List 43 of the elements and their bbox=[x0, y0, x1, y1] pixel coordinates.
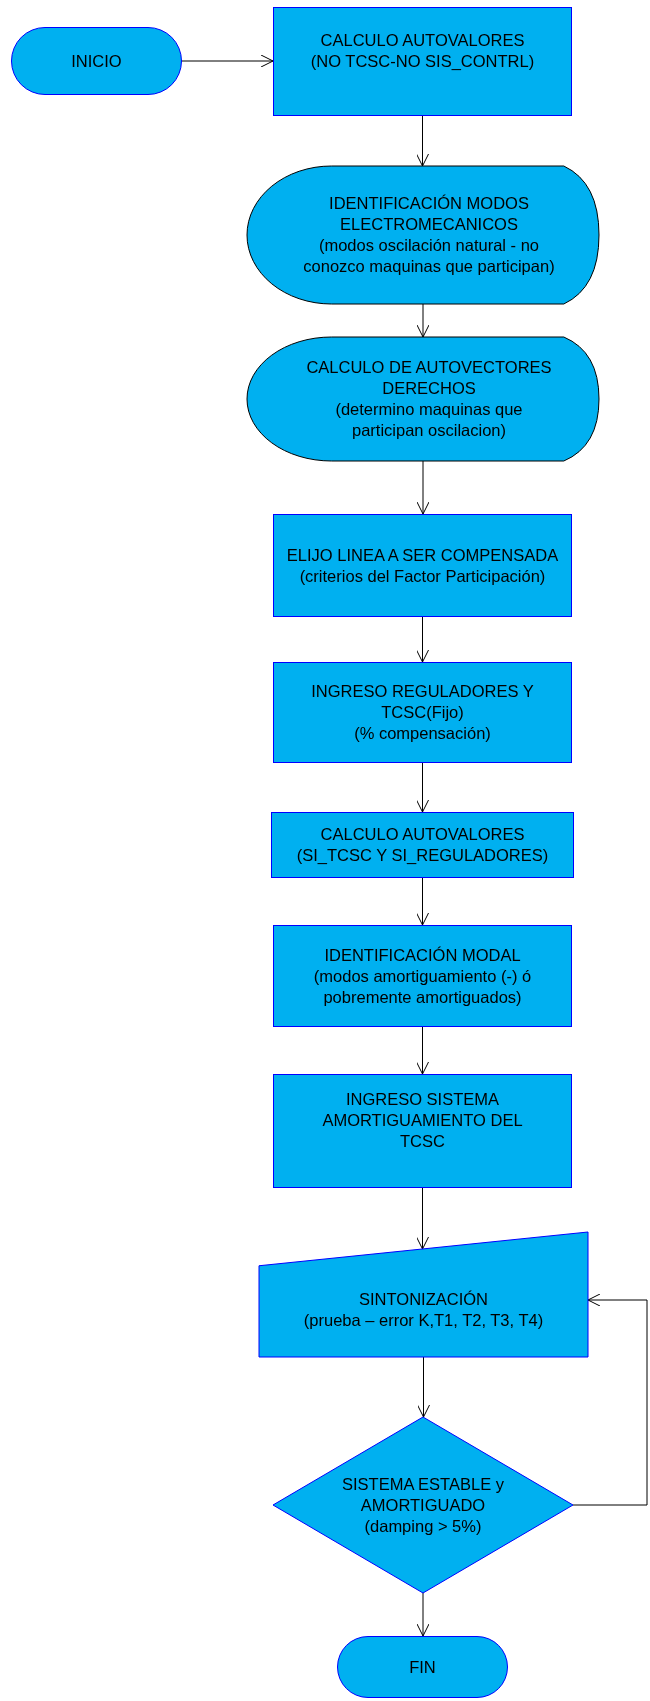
arrow bbox=[416, 115, 429, 167]
node-title: INGRESO SISTEMA AMORTIGUAMIENTO DEL TCSC bbox=[321, 1088, 524, 1152]
node-note: (modos amortiguamiento (-) ó pobremente amortiguados) bbox=[312, 965, 533, 1008]
node-note: (modos oscilación natural - no conozco maquinas que participan) bbox=[302, 235, 556, 277]
node-title: INGRESO REGULADORES Y TCSC(Fijo) bbox=[310, 681, 535, 723]
node-title: IDENTIFICACIÓN MODOS ELECTROMECANICOS bbox=[328, 193, 530, 235]
arrow bbox=[181, 54, 274, 68]
arrow bbox=[416, 762, 429, 813]
arrow bbox=[416, 303, 430, 338]
node-title: CALCULO AUTOVALORES bbox=[320, 824, 525, 845]
process-box bbox=[273, 7, 572, 116]
display-shape bbox=[247, 337, 599, 461]
node-title: ELIJO LINEA A SER COMPENSADA bbox=[286, 544, 559, 566]
arrow bbox=[416, 877, 429, 926]
node-note: (determino maquinas que participan oscilacion) bbox=[334, 399, 524, 441]
arrow bbox=[416, 1026, 429, 1075]
process-box bbox=[273, 662, 572, 763]
node-title: SISTEMA ESTABLE y AMORTIGUADO bbox=[341, 1473, 505, 1516]
arrow bbox=[416, 460, 430, 515]
arrow bbox=[416, 1592, 430, 1637]
node-note: (damping > 5%) bbox=[364, 1515, 482, 1537]
node-title: INICIO bbox=[71, 50, 122, 72]
manual-input-shape bbox=[259, 1232, 588, 1357]
arrow bbox=[416, 1187, 429, 1250]
display-shape bbox=[247, 166, 599, 304]
process-box bbox=[273, 925, 572, 1027]
node-title: FIN bbox=[409, 1656, 436, 1678]
node-title: CALCULO AUTOVALORES bbox=[320, 29, 525, 51]
node-title: IDENTIFICACIÓN MODAL bbox=[324, 944, 521, 966]
node-title: CALCULO DE AUTOVECTORES DERECHOS bbox=[305, 357, 553, 399]
node-note: (prueba – error K,T1, T2, T3, T4) bbox=[303, 1309, 544, 1331]
node-note: (NO TCSC-NO SIS_CONTRL) bbox=[310, 50, 535, 72]
process-box bbox=[273, 1074, 572, 1188]
node-note: (criterios del Factor Participación) bbox=[299, 565, 546, 587]
arrow bbox=[416, 616, 429, 663]
node-title: SINTONIZACIÓN bbox=[359, 1288, 488, 1310]
decision-diamond bbox=[273, 1417, 573, 1593]
process-box bbox=[273, 514, 572, 617]
arrow bbox=[417, 1356, 430, 1418]
node-note: (% compensación) bbox=[354, 723, 491, 744]
process-box bbox=[271, 812, 574, 878]
arrow bbox=[572, 1293, 648, 1506]
node-note: (SI_TCSC Y SI_REGULADORES) bbox=[296, 845, 549, 866]
